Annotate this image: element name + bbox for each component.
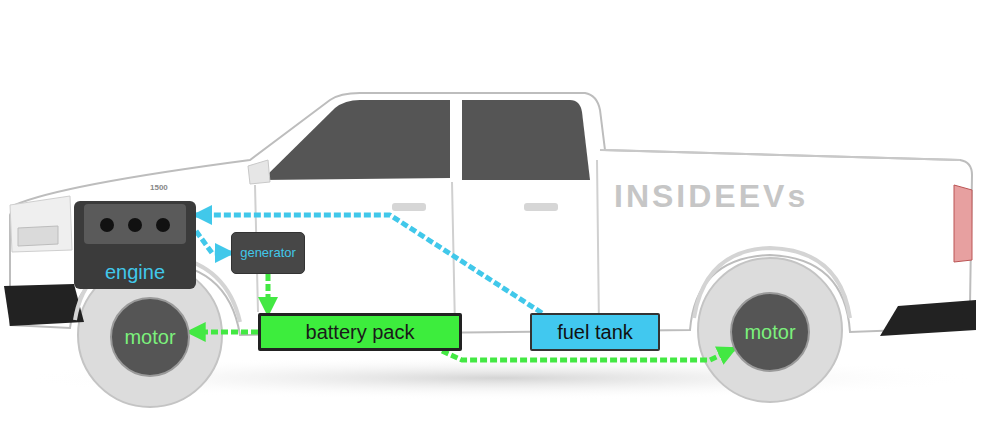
tail-light bbox=[954, 185, 972, 262]
bed-rail bbox=[600, 150, 960, 160]
front-bumper bbox=[4, 284, 84, 326]
door-lines bbox=[255, 160, 599, 328]
motor-circle: motor bbox=[730, 292, 810, 372]
flow-arrow bbox=[196, 231, 231, 253]
motor-circle: motor bbox=[110, 297, 190, 377]
cylinder bbox=[100, 218, 114, 232]
grille bbox=[10, 196, 72, 252]
node-label: motor bbox=[744, 321, 795, 343]
door-handle bbox=[524, 203, 558, 211]
node-label: fuel tank bbox=[557, 321, 633, 343]
flow-arrow bbox=[190, 330, 258, 335]
headlight bbox=[18, 226, 58, 246]
rear-bumper bbox=[880, 300, 976, 336]
battery-box: battery pack bbox=[258, 313, 462, 351]
rear-tire bbox=[698, 258, 842, 402]
engine-box: engine bbox=[74, 201, 196, 289]
node-label: motor bbox=[124, 326, 175, 348]
door-handle bbox=[392, 203, 426, 211]
cylinder bbox=[128, 218, 142, 232]
node-label: generator bbox=[240, 246, 296, 260]
side-mirror bbox=[248, 160, 270, 184]
watermark: INSIDEEVs bbox=[614, 180, 808, 212]
cylinder bbox=[156, 218, 170, 232]
fuel-tank-box: fuel tank bbox=[530, 313, 660, 351]
badge-text: 1500 bbox=[150, 184, 168, 192]
flow-arrow bbox=[196, 215, 542, 313]
node-label: battery pack bbox=[306, 321, 415, 343]
front-window bbox=[262, 100, 450, 180]
engine-block bbox=[84, 204, 186, 244]
generator-box: generator bbox=[231, 232, 305, 274]
rear-window bbox=[462, 100, 590, 180]
flow-arrow bbox=[266, 274, 271, 313]
node-label: engine bbox=[105, 261, 165, 283]
